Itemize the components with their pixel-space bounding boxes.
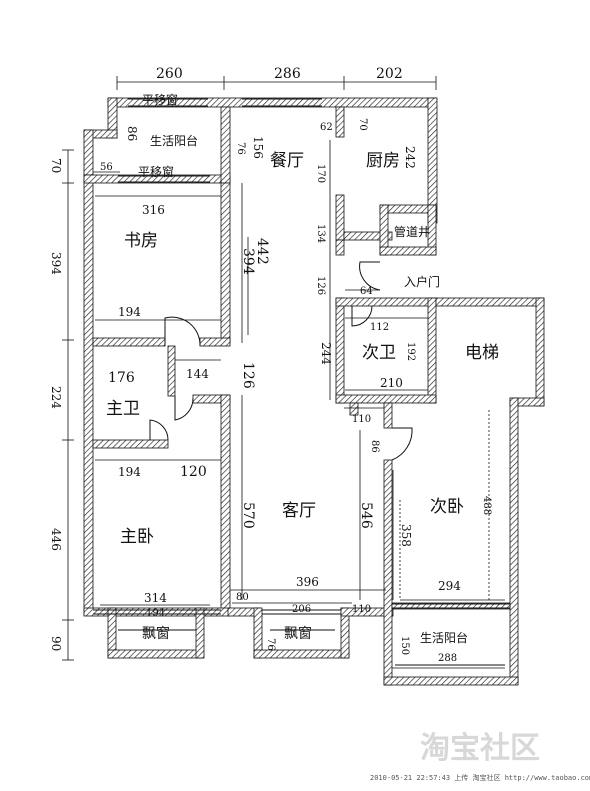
dim-70-left: 70 <box>49 158 63 173</box>
dim-442: 442 <box>254 238 270 265</box>
dim-286: 286 <box>274 66 301 82</box>
entry-door-label: 入户门 <box>404 274 440 289</box>
room-kitchen: 厨房 <box>366 151 400 171</box>
dim-224: 224 <box>49 386 63 409</box>
dim-176: 176 <box>108 370 135 386</box>
watermark: 淘宝社区 <box>420 731 540 766</box>
dim-396: 396 <box>296 575 319 589</box>
dimension-text: 260 286 202 86 56 70 62 70 156 76 170 24… <box>49 66 492 664</box>
dim-244: 244 <box>319 342 333 365</box>
dim-64: 64 <box>360 286 373 297</box>
dim-202: 202 <box>376 66 403 82</box>
dim-194-study: 194 <box>118 305 141 319</box>
dim-156: 156 <box>251 136 265 159</box>
dim-260: 260 <box>156 66 183 82</box>
dim-242: 242 <box>403 146 417 169</box>
dim-546: 546 <box>358 502 374 529</box>
room-living: 客厅 <box>282 501 316 521</box>
dimension-lines <box>62 76 505 669</box>
dim-150: 150 <box>399 636 410 655</box>
dim-288: 288 <box>438 653 457 664</box>
room-balcony-top: 生活阳台 <box>150 133 198 148</box>
bay-window-left: 飘窗 <box>142 625 170 642</box>
doors <box>149 261 413 461</box>
room-elevator: 电梯 <box>465 343 499 363</box>
room-secondary-bath: 次卫 <box>362 343 396 363</box>
sliding-window-label-2: 平移窗 <box>138 165 174 179</box>
dim-134: 134 <box>315 224 326 243</box>
dim-314: 314 <box>144 591 167 605</box>
room-labels: 餐厅 厨房 管道井 入户门 书房 生活阳台 平移窗 平移窗 次卫 电梯 主卫 客… <box>106 93 499 645</box>
dim-570: 570 <box>240 502 256 529</box>
dim-120: 120 <box>180 464 207 480</box>
room-master-bedroom: 主卧 <box>120 527 154 547</box>
room-study: 书房 <box>124 231 158 251</box>
dim-192: 192 <box>405 342 416 361</box>
dim-110-b: 110 <box>352 604 371 615</box>
room-pipe-well: 管道井 <box>394 224 430 239</box>
dim-70-k: 70 <box>357 118 368 131</box>
dim-170: 170 <box>315 164 326 183</box>
dim-488: 488 <box>481 496 492 515</box>
dim-86-b: 86 <box>369 440 380 453</box>
dim-206: 206 <box>292 604 311 615</box>
dim-394-in: 394 <box>240 248 256 275</box>
dim-194-bay: 194 <box>146 608 165 619</box>
dim-210: 210 <box>380 376 403 390</box>
walls <box>83 97 545 686</box>
dim-86: 86 <box>125 126 139 141</box>
dim-294: 294 <box>438 579 461 593</box>
dim-144: 144 <box>186 367 209 381</box>
dim-62: 62 <box>320 122 333 133</box>
room-dining: 餐厅 <box>270 151 304 171</box>
windows <box>93 98 510 666</box>
dim-76-top: 76 <box>235 142 246 155</box>
dim-112: 112 <box>370 322 389 333</box>
dim-194-mb: 194 <box>118 465 141 479</box>
dim-126-a: 126 <box>315 276 326 295</box>
room-second-bedroom: 次卧 <box>430 497 464 517</box>
dim-316: 316 <box>142 203 165 217</box>
dim-90: 90 <box>49 636 63 651</box>
bay-window-mid: 飘窗 <box>284 625 312 642</box>
dim-76-bay: 76 <box>265 638 276 651</box>
dim-446: 446 <box>49 528 63 551</box>
dim-110-a: 110 <box>352 414 371 425</box>
sliding-window-label-1: 平移窗 <box>142 93 178 107</box>
dim-394-left: 394 <box>49 252 63 275</box>
dim-56: 56 <box>100 162 113 173</box>
room-balcony-bottom: 生活阳台 <box>420 630 468 645</box>
dim-358: 358 <box>399 524 413 547</box>
room-master-bath: 主卫 <box>106 399 140 419</box>
dim-126-b: 126 <box>240 362 256 389</box>
footer-caption: 2010-05-21 22:57:43 上传 淘宝社区 http://www.t… <box>370 773 590 782</box>
dim-80: 80 <box>236 592 249 603</box>
